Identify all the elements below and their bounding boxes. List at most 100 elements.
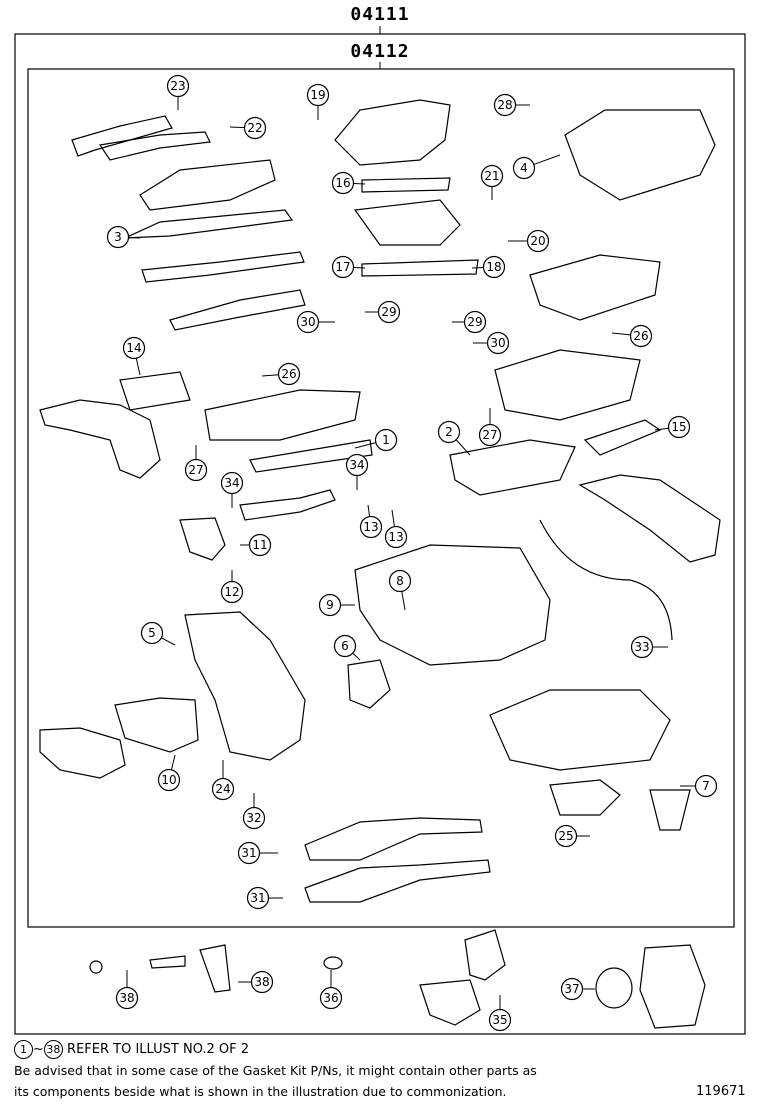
callout-38: 38	[115, 986, 139, 1010]
callout-2: 2	[437, 420, 461, 444]
kit-number-outer: 04111	[350, 4, 410, 25]
callout-number: 30	[300, 315, 315, 329]
callout-38: 38	[250, 970, 274, 994]
callout-33: 33	[630, 635, 654, 659]
callout-circle	[437, 420, 461, 444]
callout-number: 20	[530, 234, 545, 248]
callout-12: 12	[220, 580, 244, 604]
callout-20: 20	[526, 229, 550, 253]
callout-number: 38	[119, 991, 134, 1005]
callout-number: 15	[671, 420, 686, 434]
callout-1: 1	[374, 428, 398, 452]
callout-number: 13	[388, 530, 403, 544]
callout-number: 27	[482, 428, 497, 442]
callout-34: 34	[345, 453, 369, 477]
inner-frame	[27, 68, 735, 928]
callout-leader-line	[353, 182, 366, 185]
callout-number: 33	[634, 640, 649, 654]
callout-number: 36	[323, 991, 338, 1005]
callout-leader-line	[455, 439, 471, 456]
callout-31: 31	[237, 841, 261, 865]
callout-number: 19	[310, 88, 325, 102]
callout-number: 37	[564, 982, 579, 996]
callout-24: 24	[211, 777, 235, 801]
callout-circle	[359, 515, 383, 539]
callout-leader-line	[135, 358, 141, 376]
callout-number: 27	[188, 463, 203, 477]
callout-number: 26	[633, 329, 648, 343]
callout-number: 28	[497, 98, 512, 112]
callout-34: 34	[220, 471, 244, 495]
callout-36: 36	[319, 986, 343, 1010]
callout-number: 35	[492, 1013, 507, 1027]
callout-26: 26	[629, 324, 653, 348]
callout-19: 19	[306, 83, 330, 107]
callout-circle	[243, 116, 267, 140]
callout-29: 29	[463, 310, 487, 334]
callout-circle	[140, 621, 164, 645]
callout-17: 17	[331, 255, 355, 279]
callout-leader-line	[391, 509, 395, 527]
callout-13: 13	[359, 515, 383, 539]
footnote-range: 1~38 REFER TO ILLUST NO.2 OF 2	[14, 1040, 249, 1059]
callout-circle	[512, 156, 536, 180]
illustration-number: 119671	[696, 1084, 746, 1099]
callout-35: 35	[488, 1008, 512, 1032]
callout-28: 28	[493, 93, 517, 117]
callout-number: 31	[241, 846, 256, 860]
callout-leader-line	[261, 374, 279, 377]
callout-25: 25	[554, 824, 578, 848]
callout-number: 22	[247, 121, 262, 135]
callout-number: 4	[520, 161, 528, 175]
callout-18: 18	[482, 255, 506, 279]
callout-leader-line	[401, 591, 406, 611]
callout-leader-line	[533, 154, 561, 165]
callout-number: 18	[486, 260, 501, 274]
callout-number: 32	[246, 811, 261, 825]
callout-leader-line	[161, 637, 176, 646]
callout-circle	[667, 415, 691, 439]
callout-number: 5	[148, 626, 156, 640]
callout-circle	[333, 634, 357, 658]
callout-leader-line	[354, 442, 376, 449]
callout-circle	[331, 255, 355, 279]
kit-number-inner: 04112	[350, 41, 410, 62]
callout-32: 32	[242, 806, 266, 830]
callout-27: 27	[478, 423, 502, 447]
callout-number: 24	[215, 782, 230, 796]
callout-15: 15	[667, 415, 691, 439]
callout-number: 34	[224, 476, 239, 490]
callout-number: 29	[381, 305, 396, 319]
callout-leader-line	[128, 236, 141, 239]
callout-leader-line	[471, 266, 484, 269]
range-separator: ~	[33, 1042, 44, 1057]
callout-number: 29	[467, 315, 482, 329]
range-start-callout: 1	[14, 1040, 33, 1059]
callout-13: 13	[384, 525, 408, 549]
callout-10: 10	[157, 768, 181, 792]
callout-circle	[384, 525, 408, 549]
callout-number: 26	[281, 367, 296, 381]
callout-3: 3	[106, 225, 130, 249]
callout-circle	[277, 362, 301, 386]
callout-leader-line	[367, 504, 371, 517]
callout-number: 21	[484, 169, 499, 183]
callout-number: 10	[161, 773, 176, 787]
callout-number: 17	[335, 260, 350, 274]
callout-number: 9	[326, 598, 334, 612]
callout-number: 34	[349, 458, 364, 472]
advice-line-1: Be advised that in some case of the Gask…	[14, 1063, 537, 1078]
callout-circle	[388, 569, 412, 593]
callout-leader-line	[611, 332, 631, 336]
callout-number: 38	[254, 975, 269, 989]
range-end-callout: 38	[43, 1040, 63, 1059]
callout-26: 26	[277, 362, 301, 386]
callout-21: 21	[480, 164, 504, 188]
callout-5: 5	[140, 621, 164, 645]
callout-number: 31	[250, 891, 265, 905]
callout-31: 31	[246, 886, 270, 910]
callout-circle	[157, 768, 181, 792]
callout-30: 30	[296, 310, 320, 334]
